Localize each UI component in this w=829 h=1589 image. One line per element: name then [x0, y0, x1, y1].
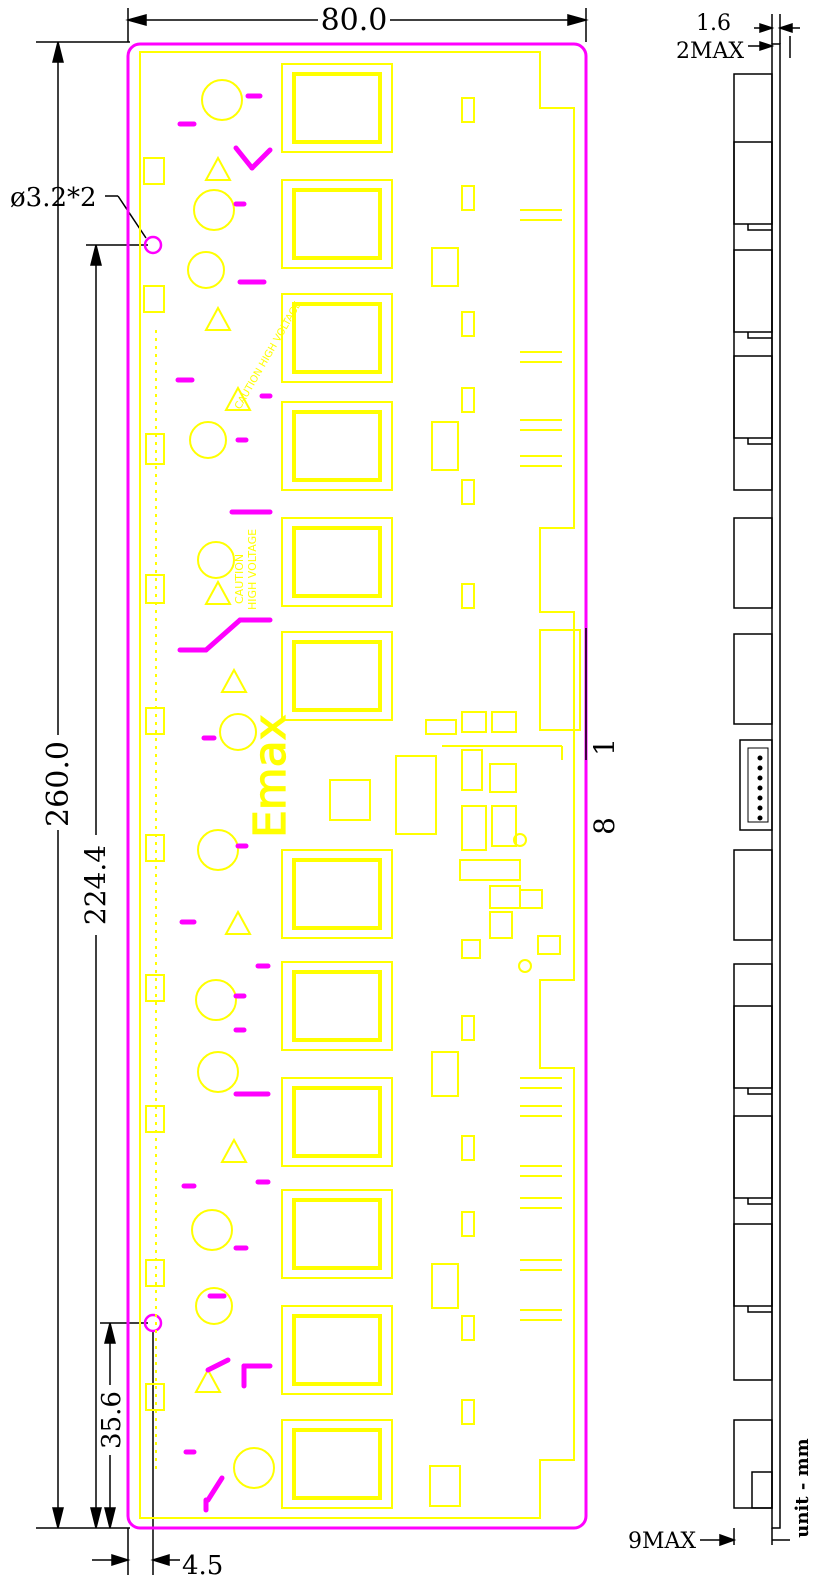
thickness-label: 1.6 [696, 11, 731, 36]
round-capacitors [187, 79, 275, 1489]
highlighted-components [175, 93, 273, 1513]
control-cluster [329, 629, 581, 973]
dimension-hole-offset [100, 1322, 148, 1529]
mounting-hole-bottom [143, 1313, 163, 1333]
mounting-hole-top [143, 235, 163, 255]
dimension-height [36, 41, 130, 1529]
component-max-label: 9MAX [628, 1529, 696, 1554]
dimension-hole-span [86, 244, 148, 1529]
height-label: 260.0 [41, 741, 76, 827]
solder-max-label: 2MAX [676, 39, 744, 64]
pin-first-label: 1 [588, 738, 621, 756]
dimension-width [125, 8, 589, 42]
left-offset-label: 4.5 [182, 1551, 223, 1581]
hole-spec-label: ø3.2*2 [10, 183, 97, 213]
caution-line-1: CAUTION [233, 554, 246, 604]
right-smd-pads [429, 97, 562, 1507]
pin-last-label: 8 [588, 817, 621, 835]
pcb-outline [126, 42, 588, 1530]
hole-span-label: 224.4 [79, 845, 112, 925]
width-label: 80.0 [321, 3, 388, 38]
left-connectors [143, 157, 165, 1470]
silkscreen-layer: CAUTION HIGH VOLTAGE [139, 51, 581, 1519]
side-dimensions [700, 14, 800, 1547]
side-view [733, 43, 781, 1529]
units-label: unit - mm [792, 1438, 813, 1537]
dimension-left-offset [92, 1330, 180, 1575]
caution-line-2: HIGH VOLTAGE [246, 529, 259, 610]
hole-offset-label: 35.6 [97, 1391, 127, 1449]
hole-leader [105, 195, 147, 239]
caution-triangles [194, 155, 252, 1393]
transformer-blocks [281, 63, 393, 1509]
brand-marking: Emax [245, 714, 296, 838]
